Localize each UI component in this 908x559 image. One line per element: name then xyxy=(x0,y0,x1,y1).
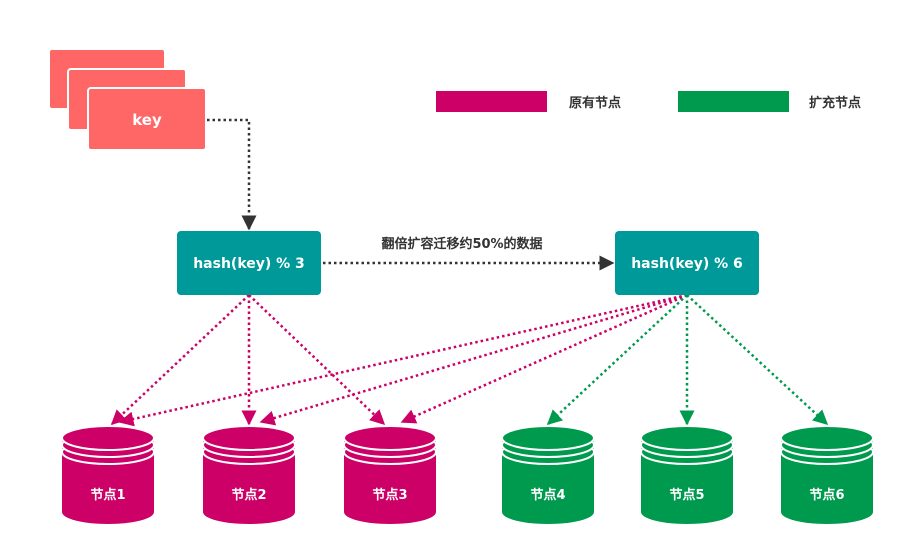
edge-hash-1-to-node-2 xyxy=(400,293,688,424)
node-4: 节点4 xyxy=(501,425,595,524)
node-cylinder-top xyxy=(202,425,296,451)
edge-hash-1-to-node-5 xyxy=(686,294,829,426)
legend-swatch-expanded xyxy=(678,91,789,112)
legend-swatch-original xyxy=(436,91,547,112)
node-cylinder-top xyxy=(640,425,734,451)
edges xyxy=(110,118,829,427)
legend: 原有节点 扩充节点 xyxy=(436,91,861,112)
legend-label-original: 原有节点 xyxy=(569,95,621,111)
edge-hash-1-to-node-1 xyxy=(259,293,688,426)
hash-box-mod3-label: hash(key) % 3 xyxy=(193,256,305,272)
edge-hash-1-to-node-0 xyxy=(118,293,688,427)
hash-box-mod3-bg xyxy=(177,231,321,295)
node-label: 节点5 xyxy=(669,487,704,503)
key-label: key xyxy=(132,111,162,129)
key-card-front xyxy=(87,87,207,151)
edge-hash-1-to-node-3 xyxy=(546,294,688,426)
node-3: 节点3 xyxy=(343,425,437,524)
node-5: 节点5 xyxy=(640,425,734,524)
legend-label-expanded: 扩充节点 xyxy=(809,95,861,111)
node-2: 节点2 xyxy=(202,425,296,524)
hash-box-mod6-bg xyxy=(615,231,759,295)
nodes: 节点1 节点2 节点3 节点4 节点5 节点6 xyxy=(61,425,874,524)
hash-box-mod6: hash(key) % 6 xyxy=(615,231,759,295)
node-label: 节点2 xyxy=(231,487,266,503)
node-6: 节点6 xyxy=(780,425,874,524)
node-label: 节点4 xyxy=(530,487,565,503)
hash-box-mod3: hash(key) % 3 xyxy=(177,231,321,295)
node-cylinder-top xyxy=(501,425,595,451)
node-label: 节点1 xyxy=(90,487,125,503)
node-cylinder-top xyxy=(343,425,437,451)
node-cylinder-top xyxy=(780,425,874,451)
key-card-stack: key xyxy=(48,48,207,151)
edge-hash-0-to-node-2 xyxy=(248,294,386,426)
edge-key-to-hash-0 xyxy=(207,118,257,231)
node-label: 节点6 xyxy=(809,487,844,503)
hash-box-mod6-label: hash(key) % 6 xyxy=(631,256,743,272)
node-cylinder-top xyxy=(61,425,155,451)
edge-hash-0-to-node-0 xyxy=(110,294,250,426)
node-label: 节点3 xyxy=(372,487,407,503)
node-1: 节点1 xyxy=(61,425,155,524)
migration-label: 翻倍扩容迁移约50%的数据 xyxy=(381,236,542,252)
